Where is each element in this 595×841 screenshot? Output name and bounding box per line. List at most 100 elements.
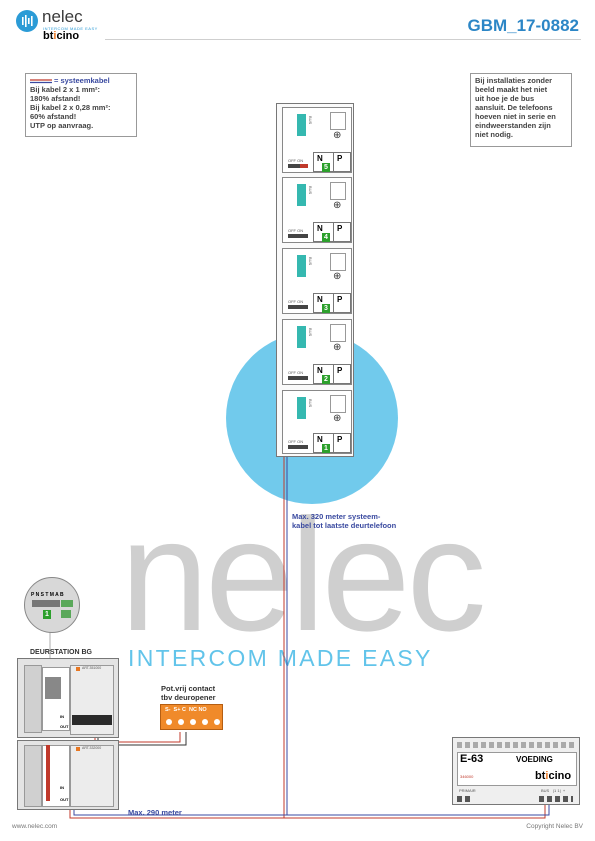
n-label: N xyxy=(317,435,323,444)
max-320-label: Max. 320 meter systeem- kabel tot laatst… xyxy=(292,512,397,530)
relay-terminals[interactable] xyxy=(166,719,220,727)
relay-module[interactable]: S- S+ C NC NO xyxy=(160,704,223,730)
phone-unit-3[interactable]: BUS ⊕ OFF ON N P 3 xyxy=(282,248,352,314)
note-line: Bij installaties zonder xyxy=(475,76,553,85)
note-line: hoeven niet in serie en xyxy=(475,112,556,121)
footer-left[interactable]: www.nelec.com xyxy=(12,823,58,830)
door-art-bot: ART.332000 xyxy=(82,746,102,750)
bus-terminal-label: BUS xyxy=(308,116,313,125)
psu-title: VOEDING xyxy=(516,755,553,764)
phone-unit-4[interactable]: BUS ⊕ OFF ON N P 4 xyxy=(282,177,352,243)
n-label: N xyxy=(317,154,323,163)
offon-switch[interactable] xyxy=(288,305,308,309)
np-box: N P 5 xyxy=(313,152,351,172)
phone-unit-5[interactable]: BUS ⊕ OFF ON N P 5 xyxy=(282,107,352,173)
bus-terminal-label: BUS xyxy=(308,257,313,266)
np-box: N P 3 xyxy=(313,293,351,313)
note-line: eindweerstanden zijn xyxy=(475,121,551,130)
crosshair-icon: ⊕ xyxy=(333,200,342,211)
handset-slot xyxy=(330,253,346,271)
handset-slot xyxy=(330,112,346,130)
psu-model: E-63 xyxy=(460,753,484,765)
bus-terminal xyxy=(297,255,306,277)
nelec-logo-text: nelec xyxy=(42,7,83,26)
footer-right: Copyright Nelec BV xyxy=(526,823,583,830)
note-line: uit hoe je de bus xyxy=(475,94,535,103)
relay-terminal-labels: S- S+ C NC NO xyxy=(165,707,207,713)
note-line: beeld maakt het niet xyxy=(475,85,548,94)
bticino-mini-logo xyxy=(76,747,80,751)
watermark-tagline: INTERCOM MADE EASY xyxy=(128,645,433,671)
offon-label: OFF ON xyxy=(288,158,304,163)
handset-slot xyxy=(330,182,346,200)
keypad-detail: P N S T M A B 1 xyxy=(24,577,80,633)
keypad-terminal-labels: P N S T M A B xyxy=(31,592,64,598)
note-line: Bij kabel 2 x 0,28 mm²: xyxy=(30,103,111,112)
note-line: 180% afstand! xyxy=(30,94,81,103)
bus-terminal xyxy=(297,326,306,348)
offon-label: OFF ON xyxy=(288,439,304,444)
psu-unit[interactable]: E-63 VOEDING 346000 bticino PRIMAIR BUS … xyxy=(452,737,580,805)
door-art-top: ART.351000 xyxy=(82,666,102,670)
handset-slot xyxy=(330,395,346,413)
p-label: P xyxy=(337,154,343,163)
phone-number-badge: 2 xyxy=(322,375,330,384)
note-line: 60% afstand! xyxy=(30,112,77,121)
bticino-logo: bticino xyxy=(43,30,80,42)
header: nelec INTERCOM MADE EASY bticino GBM_17-… xyxy=(0,0,595,46)
phone-number-badge: 3 xyxy=(322,304,330,313)
bus-terminal-label: BUS xyxy=(308,399,313,408)
door-in-label: IN xyxy=(60,714,64,719)
bticino-mini-logo xyxy=(76,667,80,671)
np-box: N P 2 xyxy=(313,364,351,384)
door-station-label: DEURSTATION BG xyxy=(30,649,92,656)
psu-terminals[interactable] xyxy=(539,796,573,802)
phone-unit-2[interactable]: BUS ⊕ OFF ON N P 2 xyxy=(282,319,352,385)
note-line: aansluit. De telefoons xyxy=(475,103,553,112)
offon-switch[interactable] xyxy=(288,234,308,238)
bus-terminal xyxy=(297,184,306,206)
n-label: N xyxy=(317,224,323,233)
offon-switch[interactable] xyxy=(288,445,308,449)
offon-switch[interactable] xyxy=(288,164,308,168)
crosshair-icon: ⊕ xyxy=(333,271,342,282)
p-label: P xyxy=(337,295,343,304)
nelec-logo-tagline: INTERCOM MADE EASY xyxy=(43,26,98,31)
note-system-cable: = systeemkabel Bij kabel 2 x 1 mm²: 180%… xyxy=(25,73,137,137)
max-290-label: Max. 290 meter xyxy=(128,808,182,817)
relay-label: Pot.vrij contact tbv deuropener xyxy=(161,684,216,702)
p-label: P xyxy=(337,224,343,233)
np-box: N P 4 xyxy=(313,222,351,242)
note-system-cable-title: = systeemkabel xyxy=(54,76,110,85)
phone-number-badge: 1 xyxy=(322,444,330,453)
note-line: niet nodig. xyxy=(475,130,513,139)
door-out-label: OUT xyxy=(60,724,69,729)
offon-label: OFF ON xyxy=(288,370,304,375)
bus-terminal xyxy=(297,114,306,136)
door-terminal-block[interactable] xyxy=(72,715,112,725)
door-station-lower[interactable]: IN OUT ART.332000 xyxy=(17,740,119,810)
psu-bus-pm: |1 1| + xyxy=(553,788,566,793)
bus-terminal xyxy=(297,397,306,419)
p-label: P xyxy=(337,366,343,375)
document-id: GBM_17-0882 xyxy=(467,16,579,35)
psu-code: 346000 xyxy=(460,774,474,779)
psu-bticino-logo: bticino xyxy=(535,770,572,782)
crosshair-icon: ⊕ xyxy=(333,130,342,141)
offon-switch[interactable] xyxy=(288,376,308,380)
p-label: P xyxy=(337,435,343,444)
phone-unit-1[interactable]: BUS ⊕ OFF ON N P 1 xyxy=(282,390,352,454)
psu-bus-label: BUS xyxy=(541,788,550,793)
psu-primair-label: PRIMAIR xyxy=(459,788,476,793)
keypad-number-badge: 1 xyxy=(43,610,51,619)
note-line: UTP op aanvraag. xyxy=(30,121,94,130)
door-station-upper[interactable]: IN OUT ART.351000 xyxy=(17,658,119,738)
offon-label: OFF ON xyxy=(288,228,304,233)
note-line: Bij kabel 2 x 1 mm²: xyxy=(30,85,101,94)
crosshair-icon: ⊕ xyxy=(333,342,342,353)
system-cable-legend-icon xyxy=(30,78,52,83)
door-out2-label: OUT xyxy=(60,797,69,802)
phone-number-badge: 5 xyxy=(322,163,330,172)
header-divider xyxy=(105,39,581,40)
n-label: N xyxy=(317,295,323,304)
